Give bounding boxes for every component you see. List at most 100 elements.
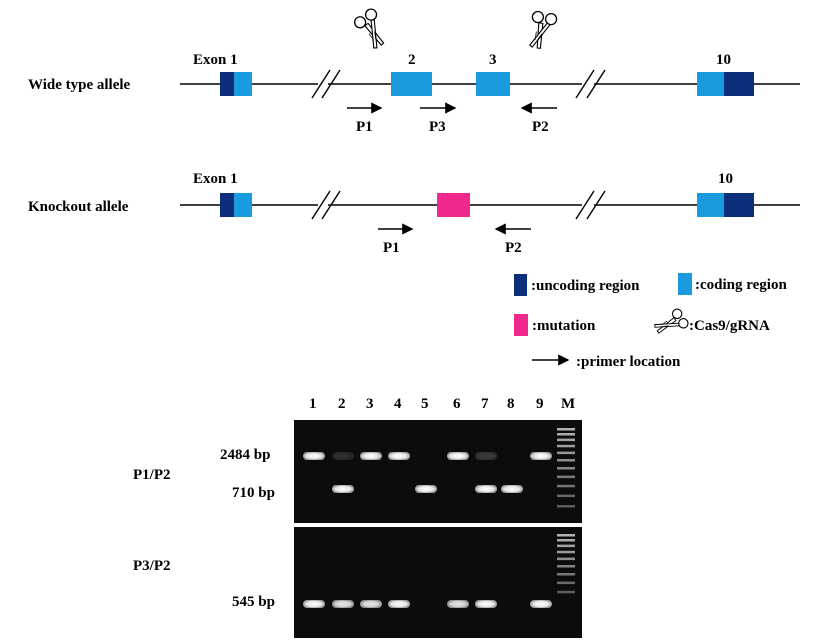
wt-break-icon <box>575 69 595 99</box>
wt-exon3-label: 3 <box>489 52 497 68</box>
legend: :uncoding region :coding region :mutatio… <box>514 273 787 370</box>
gel-band <box>360 452 382 460</box>
wt-exon2-label: 2 <box>408 52 416 68</box>
gel-band <box>415 485 437 493</box>
size-label-545: 545 bp <box>232 594 275 610</box>
wt-primer-p3: P3 <box>429 119 446 135</box>
wt-exon2 <box>391 72 432 96</box>
ladder-band <box>557 544 575 548</box>
wt-exon10-label: 10 <box>716 52 731 68</box>
lane-labels: 1 2 3 4 5 6 7 8 9 M <box>309 396 575 412</box>
wildtype-allele: Wide type allele Exon 1 2 3 10 P1 P3 P2 <box>28 6 800 135</box>
ko-mutation <box>437 193 470 217</box>
wt-break-icon <box>311 69 331 99</box>
lane-label: M <box>561 396 575 412</box>
ladder-band <box>557 451 575 455</box>
ladder-band <box>557 590 575 594</box>
ladder-band <box>557 573 575 576</box>
ko-primer-p1: P1 <box>383 240 400 256</box>
ko-exon1-coding <box>234 193 252 217</box>
ko-break-icon <box>575 190 595 220</box>
legend-cas9-label: :Cas9/gRNA <box>689 318 770 334</box>
legend-coding-label: :coding region <box>695 277 787 293</box>
wt-exon1-label: Exon 1 <box>193 52 238 68</box>
cas9-scissors-icon <box>351 6 390 53</box>
gel-band <box>388 600 410 608</box>
lane-label: 4 <box>394 396 402 412</box>
wt-primer-p1: P1 <box>356 119 373 135</box>
gel-band <box>388 452 410 460</box>
gel-panel-p1p2 <box>294 420 582 523</box>
ko-break-icon <box>321 190 341 220</box>
ladder-band <box>557 534 575 537</box>
wt-exon1-uncoding <box>220 72 234 96</box>
ladder-band <box>557 467 575 470</box>
size-label-2484: 2484 bp <box>220 447 270 463</box>
legend-primer-label: :primer location <box>576 354 681 370</box>
lane-label: 8 <box>507 396 515 412</box>
gel-band <box>303 452 325 460</box>
legend-mutation-swatch <box>514 314 528 336</box>
ladder-band <box>557 484 575 488</box>
gel-band <box>332 600 354 608</box>
wt-exon10-coding <box>697 72 724 96</box>
cas9-scissors-icon <box>651 306 690 338</box>
legend-mutation-label: :mutation <box>532 318 596 334</box>
ko-exon10-label: 10 <box>718 171 733 187</box>
gel-band <box>475 485 497 493</box>
ladder-band <box>557 433 575 436</box>
ko-exon10-coding <box>697 193 724 217</box>
gel-band <box>332 452 354 460</box>
lane-label: 6 <box>453 396 461 412</box>
cas9-scissors-icon <box>520 6 559 53</box>
ladder-band <box>557 475 575 479</box>
ko-exon10-uncoding <box>724 193 754 217</box>
ko-exon1-uncoding <box>220 193 234 217</box>
size-label-710: 710 bp <box>232 485 275 501</box>
legend-uncoding-label: :uncoding region <box>531 278 640 294</box>
legend-uncoding-swatch <box>514 274 527 296</box>
lane-label: 5 <box>421 396 429 412</box>
ladder-band <box>557 565 575 568</box>
lane-label: 9 <box>536 396 544 412</box>
gel-band <box>530 600 552 608</box>
marker-ladder <box>557 428 575 508</box>
knockout-label: Knockout allele <box>28 199 129 215</box>
gel-figure: 1 2 3 4 5 6 7 8 9 M P1/P2 2484 bp 710 bp… <box>133 396 582 638</box>
wt-break-icon <box>586 69 606 99</box>
wildtype-label: Wide type allele <box>28 77 131 93</box>
gel-band <box>475 452 497 460</box>
lane-label: 3 <box>366 396 374 412</box>
ladder-band <box>557 459 575 462</box>
gel-band <box>360 600 382 608</box>
gel-panel-label-p1p2: P1/P2 <box>133 467 171 483</box>
gel-band <box>530 452 552 460</box>
wt-exon10-uncoding <box>724 72 754 96</box>
wt-primer-p2: P2 <box>532 119 549 135</box>
ladder-band <box>557 539 575 542</box>
gel-panel-label-p3p2: P3/P2 <box>133 558 171 574</box>
lane-label: 2 <box>338 396 346 412</box>
ladder-band <box>557 581 575 585</box>
gel-band <box>303 600 325 608</box>
ko-break-icon <box>311 190 331 220</box>
gel-panel-p3p2 <box>294 527 582 638</box>
ladder-band <box>557 438 575 442</box>
ladder-band <box>557 444 575 448</box>
ladder-band <box>557 505 575 508</box>
ladder-band <box>557 550 575 554</box>
gel-band <box>332 485 354 493</box>
ko-primer-p2: P2 <box>505 240 522 256</box>
ko-break-icon <box>586 190 606 220</box>
lane-label: 7 <box>481 396 489 412</box>
marker-ladder <box>557 534 575 594</box>
wt-break-icon <box>321 69 341 99</box>
gel-band <box>501 485 523 493</box>
ladder-band <box>557 428 575 431</box>
gel-bands-p1p2 <box>303 452 552 493</box>
gel-band <box>475 600 497 608</box>
gel-band <box>447 600 469 608</box>
ko-exon1-label: Exon 1 <box>193 171 238 187</box>
ladder-band <box>557 557 575 561</box>
